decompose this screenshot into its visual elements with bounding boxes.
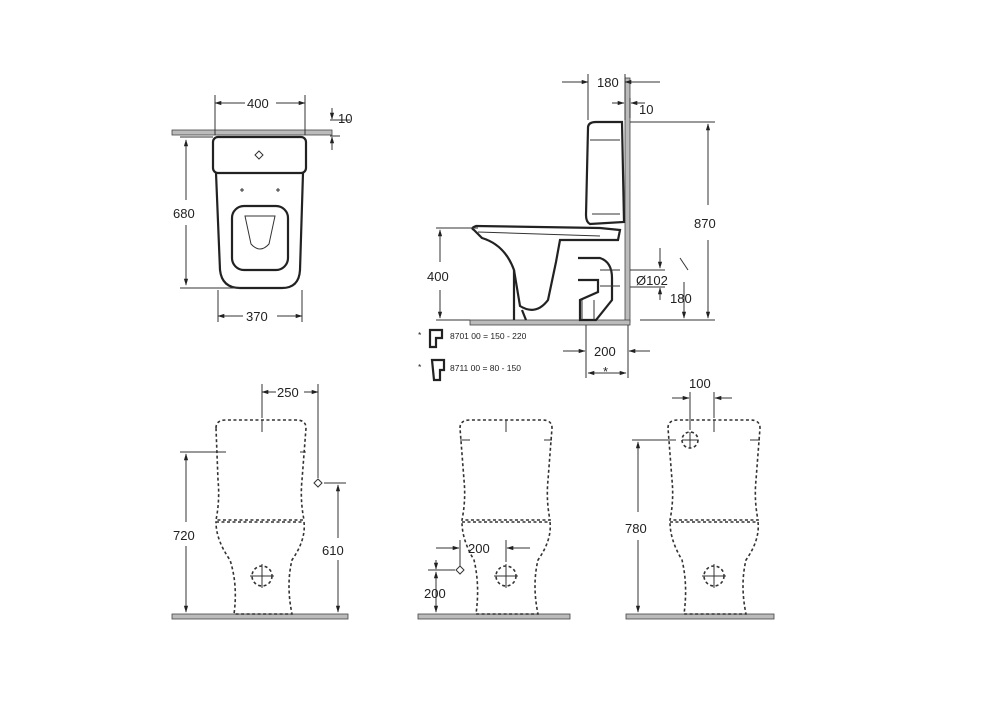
dim-top-offset: 10: [338, 111, 352, 126]
floor-section: [469, 319, 631, 326]
front-view-2: 200 200: [417, 419, 571, 620]
front2-ticks: [460, 420, 552, 441]
wall-section: [624, 77, 631, 323]
seat-fixing-icon: [240, 188, 280, 192]
outlet-pipe: [578, 256, 614, 322]
side-bowl: [471, 224, 622, 311]
note-2-text: 8711 00 = 80 - 150: [450, 363, 521, 373]
dim-side-wall-gap: 10: [639, 102, 653, 117]
dim-top-depth: 680: [173, 206, 195, 221]
outlet-cross: [702, 564, 726, 588]
water-supply-icon: [455, 565, 465, 575]
dim-front1-height: 720: [173, 528, 195, 543]
front3-ticks: [668, 420, 760, 448]
note-1-text: 8701 00 = 150 - 220: [450, 331, 527, 341]
front1-bowl: [215, 521, 306, 615]
seat-line: [477, 231, 601, 237]
dim-top-width: 400: [247, 96, 269, 111]
front2-bowl: [461, 521, 552, 615]
front-view-1: 250 720 610: [171, 384, 349, 620]
floor-line: [625, 613, 775, 620]
dim-front3-offset: 100: [689, 376, 711, 391]
bowl-outline: [214, 172, 305, 290]
dim-top-base-width: 370: [246, 309, 268, 324]
dim-front3-height: 780: [625, 521, 647, 536]
dim-side-outlet-height: 180: [670, 291, 692, 306]
pipe-bend-icon: [428, 328, 444, 349]
note-2-star: *: [418, 362, 422, 372]
water-supply-icon: [313, 478, 323, 488]
side-cistern: [584, 120, 626, 226]
pipe-sleeve: [581, 300, 595, 320]
flush-button-icon: [254, 150, 264, 160]
side-foot: [512, 270, 528, 321]
outlet-cross: [494, 564, 518, 588]
cistern-detail: [590, 139, 620, 215]
dim-front2-offset: 200: [468, 541, 490, 556]
wall-line: [171, 129, 333, 136]
front2-cistern: [459, 419, 553, 521]
dim-side-seat-height: 400: [427, 269, 449, 284]
dim-side-total-height: 870: [694, 216, 716, 231]
front3-cistern: [667, 419, 761, 521]
bowl-opening: [244, 215, 276, 250]
pipe-bend-short-icon: [430, 358, 446, 382]
dim-side-star: *: [603, 364, 608, 379]
top-view: 400 10 680 370: [171, 95, 352, 324]
dim-front2-supply-height: 200: [424, 586, 446, 601]
front3-bowl: [669, 521, 760, 615]
dim-front1-supply-height: 610: [322, 543, 344, 558]
side-view: 180 10 870 400 Ø102 180 200 * * 8701 0: [418, 74, 716, 382]
dim-side-pipe-diameter: Ø102: [636, 273, 668, 288]
bowl-inner: [230, 204, 290, 272]
note-1-star: *: [418, 330, 422, 340]
front1-ticks: [216, 420, 306, 453]
outlet-cross: [250, 564, 274, 588]
front1-cistern: [215, 419, 307, 521]
pipe-connector: [600, 269, 620, 287]
dim-side-outlet-distance: 200: [594, 344, 616, 359]
dim-front1-offset: 250: [277, 385, 299, 400]
cistern-outline: [211, 135, 308, 175]
dim-side-cistern-depth: 180: [597, 75, 619, 90]
front-view-3: 100 780: [625, 376, 775, 620]
